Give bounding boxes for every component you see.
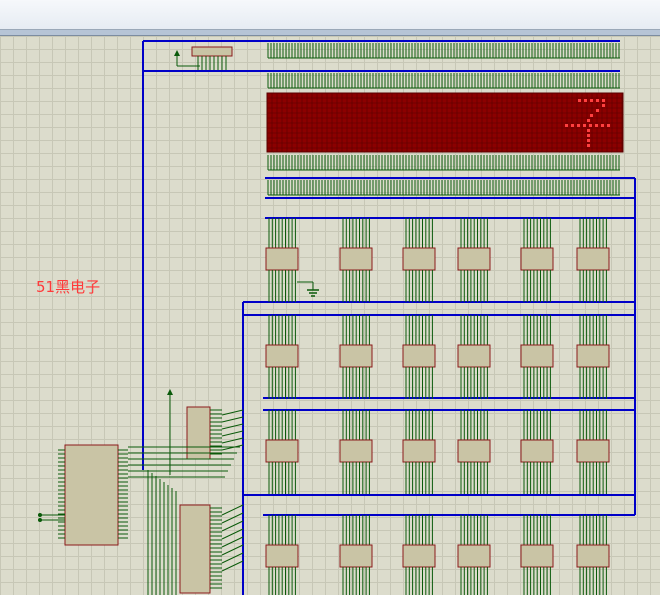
junction-dot: [38, 513, 42, 517]
driver-chip: [457, 439, 491, 463]
microcontroller-chip: [64, 444, 119, 546]
signal-trace: [221, 520, 244, 532]
led-lit-dot: [589, 124, 592, 127]
led-lit-dot: [565, 124, 568, 127]
led-lit-dot: [587, 134, 590, 137]
signal-trace: [221, 544, 244, 556]
driver-chip: [339, 247, 373, 271]
signal-trace: [221, 560, 244, 572]
signal-trace: [221, 437, 244, 444]
driver-chip: [576, 247, 610, 271]
app-toolbar: [0, 0, 660, 30]
driver-chip: [576, 344, 610, 368]
led-lit-dot: [602, 104, 605, 107]
driver-chip: [265, 247, 299, 271]
led-lit-dot: [577, 124, 580, 127]
led-lit-dot: [607, 124, 610, 127]
junction-dot: [38, 518, 42, 522]
driver-chip: [457, 247, 491, 271]
led-lit-dot: [590, 114, 593, 117]
led-lit-dot: [587, 139, 590, 142]
sheet-ruler: [0, 30, 660, 36]
driver-chip: [576, 544, 610, 568]
watermark-label: 51黑电子: [36, 278, 101, 296]
driver-chip: [520, 439, 554, 463]
driver-chip: [457, 344, 491, 368]
signal-trace: [221, 409, 244, 416]
signal-trace: [221, 536, 244, 548]
signal-trace: [221, 504, 244, 516]
led-lit-dot: [587, 129, 590, 132]
signal-trace: [221, 444, 244, 451]
led-lit-dot: [590, 99, 593, 102]
power-arrow-icon: [174, 50, 180, 56]
driver-chip: [265, 439, 299, 463]
led-lit-dot: [601, 124, 604, 127]
driver-chip: [265, 544, 299, 568]
signal-trace: [221, 430, 244, 437]
driver-chip: [339, 544, 373, 568]
driver-chip: [339, 439, 373, 463]
signal-trace: [221, 528, 244, 540]
led-lit-dot: [571, 124, 574, 127]
signal-trace: [221, 512, 244, 524]
led-lit-dot: [584, 99, 587, 102]
led-lit-dot: [596, 109, 599, 112]
latch-chip: [179, 504, 211, 594]
header-connector: [191, 46, 233, 57]
led-lit-dot: [602, 99, 605, 102]
led-lit-dot: [596, 99, 599, 102]
led-lit-dot: [578, 99, 581, 102]
driver-chip: [402, 247, 436, 271]
decoder-chip: [186, 406, 211, 460]
power-arrow-icon: [167, 389, 173, 395]
led-lit-dot: [587, 144, 590, 147]
led-lit-dot: [587, 119, 590, 122]
driver-chip: [457, 544, 491, 568]
driver-chip: [339, 344, 373, 368]
driver-chip: [402, 439, 436, 463]
driver-chip: [520, 544, 554, 568]
driver-chip: [402, 544, 436, 568]
signal-trace: [221, 552, 244, 564]
led-lit-dot: [583, 124, 586, 127]
driver-chip: [402, 344, 436, 368]
led-lit-dot: [595, 124, 598, 127]
driver-chip: [520, 344, 554, 368]
signal-trace: [221, 416, 244, 423]
driver-chip: [576, 439, 610, 463]
driver-chip: [520, 247, 554, 271]
signal-trace: [221, 423, 244, 430]
schematic-canvas[interactable]: 51黑电子: [0, 36, 660, 595]
schematic-drawing: [38, 40, 636, 595]
driver-chip: [265, 344, 299, 368]
